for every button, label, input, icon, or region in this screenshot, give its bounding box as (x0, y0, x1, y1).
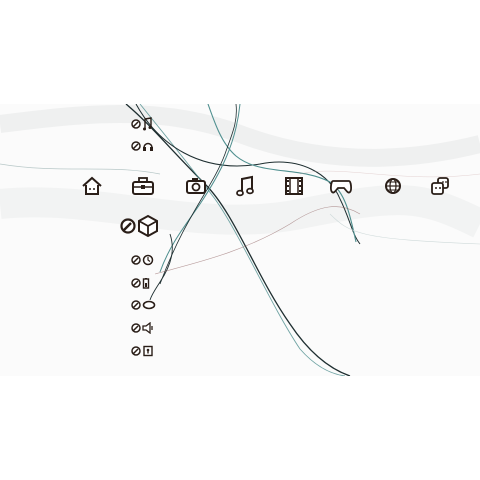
wrench-badge-icon (120, 218, 136, 234)
category-friends[interactable] (428, 174, 452, 198)
background-waves (0, 104, 480, 376)
category-network[interactable] (381, 174, 405, 198)
settings-item-security[interactable] (131, 342, 154, 360)
music-note-icon (236, 175, 254, 197)
system-settings-icon (138, 214, 158, 238)
wrench-badge-icon (131, 255, 141, 265)
music-settings-icon (143, 117, 152, 131)
category-game[interactable] (329, 174, 353, 198)
camera-icon (186, 178, 206, 194)
category-video[interactable] (282, 174, 306, 198)
wrench-badge-icon (131, 119, 141, 129)
security-settings-icon (143, 345, 153, 357)
settings-item-date-time[interactable] (131, 251, 154, 269)
settings-item-sound[interactable] (131, 319, 154, 337)
wrench-badge-icon (131, 278, 141, 288)
wrench-badge-icon (131, 346, 141, 356)
wrench-badge-icon (131, 141, 141, 151)
settings-item-power[interactable] (131, 274, 150, 292)
globe-icon (385, 178, 401, 194)
xmb-screen (0, 104, 480, 376)
faces-icon (431, 177, 449, 195)
headset-settings-icon (143, 142, 153, 151)
category-music[interactable] (234, 174, 258, 198)
settings-item-music[interactable] (131, 115, 152, 133)
gamepad-icon (330, 180, 352, 194)
settings-item-display[interactable] (131, 296, 156, 314)
category-photo[interactable] (184, 174, 208, 198)
category-settings[interactable] (131, 174, 155, 198)
film-strip-icon (285, 177, 303, 195)
wrench-badge-icon (131, 323, 141, 333)
toolbox-icon (132, 177, 154, 195)
battery-settings-icon (142, 278, 150, 289)
display-settings-icon (142, 300, 156, 310)
house-icon (82, 176, 102, 195)
settings-item-system[interactable] (120, 214, 159, 238)
wrench-badge-icon (131, 300, 141, 310)
sound-settings-icon (142, 322, 153, 334)
category-home[interactable] (80, 174, 104, 198)
settings-item-accessory[interactable] (131, 137, 154, 155)
date-time-settings-icon (142, 254, 154, 266)
